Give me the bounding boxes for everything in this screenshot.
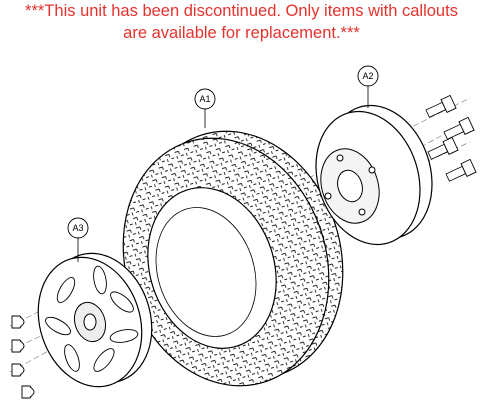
front-hub — [37, 252, 153, 388]
tire — [122, 130, 344, 387]
lug-nuts — [11, 315, 35, 399]
callout-a3[interactable]: A3 — [67, 217, 89, 262]
hub-bolts — [425, 94, 477, 182]
notice-line-1: ***This unit has been discontinued. Only… — [25, 2, 458, 20]
discontinued-notice: ***This unit has been discontinued. Only… — [0, 0, 483, 44]
callout-a1-label: A1 — [199, 94, 210, 104]
callout-a1[interactable]: A1 — [194, 88, 216, 128]
rear-hub — [315, 104, 433, 246]
callout-a2[interactable]: A2 — [357, 65, 379, 108]
callout-a2-label: A2 — [362, 71, 373, 81]
callout-a3-label: A3 — [72, 223, 83, 233]
notice-line-2: are available for replacement.*** — [123, 24, 360, 42]
